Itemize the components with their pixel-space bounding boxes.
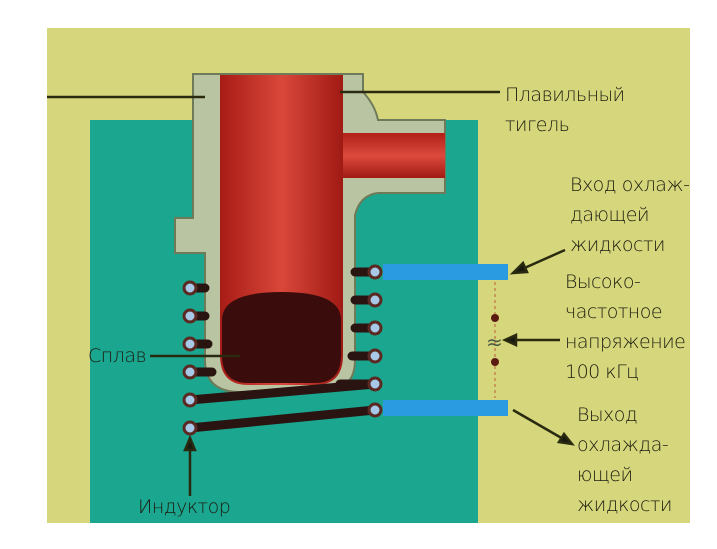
inductor-label: Индуктор xyxy=(138,496,231,518)
coil-turns xyxy=(182,264,383,436)
label-line: жидкости xyxy=(577,494,672,516)
label-line: Выход xyxy=(577,404,638,426)
terminal-icon xyxy=(491,314,499,322)
hf-voltage-label: Высоко- частотное напряжение 100 кГц xyxy=(565,267,686,387)
alloy-label: Сплав xyxy=(88,345,147,367)
coolant-inlet-pipe xyxy=(383,264,508,280)
ac-symbol: ≈ xyxy=(486,330,503,354)
label-line: ющей xyxy=(577,464,633,486)
coolant-outlet-pipe xyxy=(383,400,508,416)
label-line: Вход охлаж- xyxy=(570,174,690,196)
label-line: Высоко- xyxy=(565,271,641,293)
inductor-coil xyxy=(185,267,380,433)
crucible-label: Плавильный тигель xyxy=(505,80,625,140)
terminal-icon xyxy=(491,358,499,366)
leader-lines xyxy=(47,90,575,496)
alloy-melt xyxy=(222,292,341,383)
label-line: частотное xyxy=(565,301,663,323)
label-line: 100 кГц xyxy=(565,361,639,383)
coolant-in-label: Вход охлаж- дающей жидкости xyxy=(570,170,690,260)
label-line: Плавильный xyxy=(505,84,625,106)
label-line: тигель xyxy=(505,114,570,136)
label-line: дающей xyxy=(570,204,649,226)
coolant-out-label: Выход охлажда- ющей жидкости xyxy=(577,400,672,520)
label-line: жидкости xyxy=(570,234,665,256)
crucible-spout xyxy=(343,133,445,178)
label-line: напряжение xyxy=(565,331,686,353)
label-line: охлажда- xyxy=(577,434,669,456)
